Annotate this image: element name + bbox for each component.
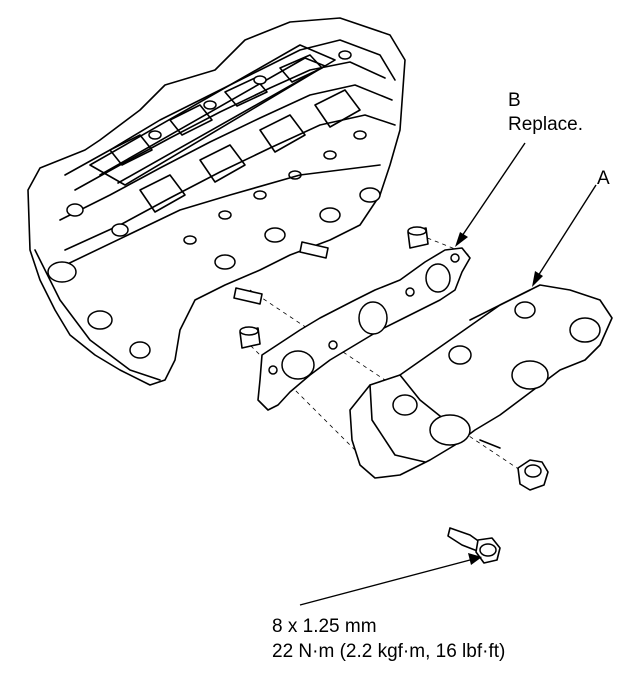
intake-manifold-gasket [257,247,471,411]
bolt-size-label: 8 x 1.25 mm [272,616,377,637]
valve-springs [66,50,367,245]
flange-bolt [447,527,501,564]
intake-manifold [349,284,613,479]
dowel-pins [239,226,429,349]
leader-lines [299,142,597,606]
part-b-letter: B [508,90,521,111]
cylinder-head [27,17,406,386]
flange-nut [517,459,549,491]
stud-bolts [233,241,329,305]
bolt-torque-label: 22 N·m (2.2 kgf·m, 16 lbf·ft) [272,641,506,662]
part-a-letter: A [597,168,610,189]
part-b-note: Replace. [508,114,583,135]
